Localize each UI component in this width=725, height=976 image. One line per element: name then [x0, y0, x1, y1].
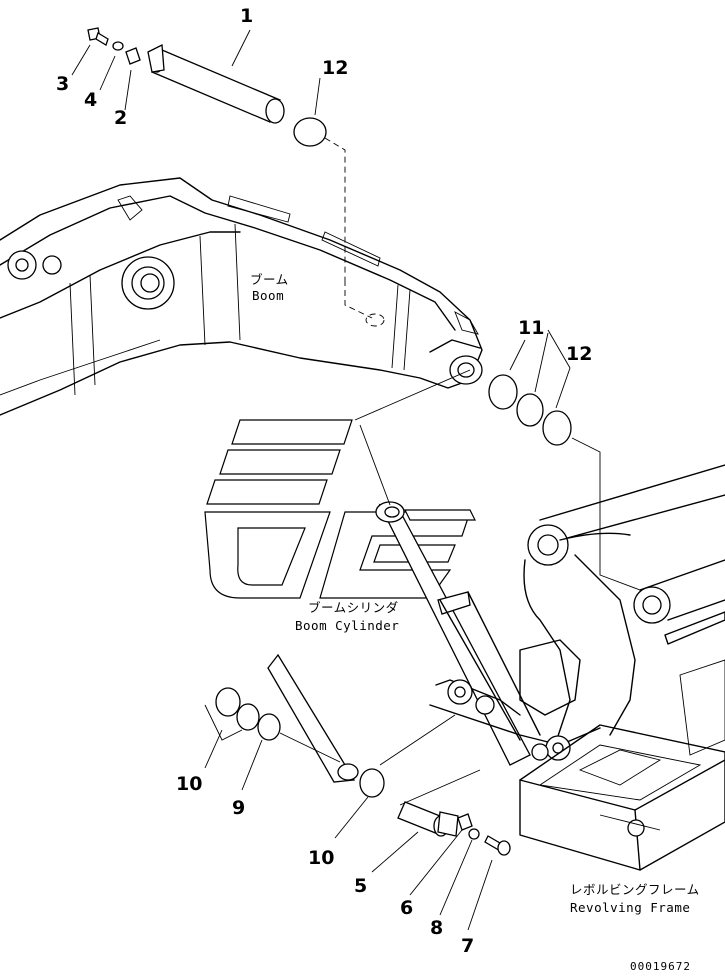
- callout-12-top: 12: [322, 57, 348, 79]
- callout-leaders: [71, 29, 571, 931]
- label-boom-cylinder-jp: ブームシリンダ: [308, 600, 399, 615]
- drawing-code: 00019672: [630, 960, 691, 973]
- callout-10-right: 10: [308, 847, 334, 869]
- callout-11: 11: [518, 317, 544, 339]
- callout-10-left: 10: [176, 773, 202, 795]
- revolving-frame: [429, 464, 725, 871]
- callout-3: 3: [56, 73, 69, 95]
- washer-part-11: [488, 374, 518, 410]
- washer-part-12-top: [293, 117, 327, 147]
- washer-part-10-right: [359, 768, 385, 798]
- callout-6: 6: [400, 897, 413, 919]
- washer-part-4: [112, 41, 124, 51]
- callout-1: 1: [240, 5, 253, 27]
- callout-5: 5: [354, 875, 367, 897]
- pin-part-1: [147, 43, 285, 124]
- callout-4: 4: [84, 89, 97, 111]
- bolt-part-7: [484, 835, 511, 856]
- component-labels: ブーム Boom ブームシリンダ Boom Cylinder レボルビングフレー…: [250, 272, 700, 973]
- cylinder-rod: [267, 653, 356, 783]
- ring-part-6: [457, 813, 473, 831]
- watermark-logo: [204, 419, 476, 599]
- callout-7: 7: [461, 935, 474, 957]
- label-boom-en: Boom: [252, 288, 284, 303]
- washer-part-8: [468, 828, 480, 840]
- washer-part-9: [257, 713, 281, 741]
- washer-part-10-left-b: [236, 703, 260, 731]
- label-revolving-frame-jp: レボルビングフレーム: [570, 882, 700, 897]
- callout-2: 2: [114, 107, 127, 129]
- boom: [0, 177, 483, 416]
- washer-part-12-mid-b: [542, 410, 572, 446]
- boom-cylinder: [375, 501, 541, 766]
- bolt-part-3: [87, 27, 109, 46]
- callout-8: 8: [430, 917, 443, 939]
- label-boom-jp: ブーム: [250, 272, 289, 287]
- callout-9: 9: [232, 797, 245, 819]
- pin-part-5: [397, 769, 481, 837]
- washer-part-12-mid-a: [516, 393, 544, 427]
- callout-12-mid: 12: [566, 343, 592, 365]
- washer-part-10-left: [215, 687, 241, 717]
- label-boom-cylinder-en: Boom Cylinder: [295, 618, 399, 633]
- label-revolving-frame-en: Revolving Frame: [570, 900, 690, 915]
- plate-part-2: [125, 47, 141, 65]
- callout-numbers: 1 3 4 2 12 11 12 10 9 10 5 6 8 7: [56, 5, 592, 957]
